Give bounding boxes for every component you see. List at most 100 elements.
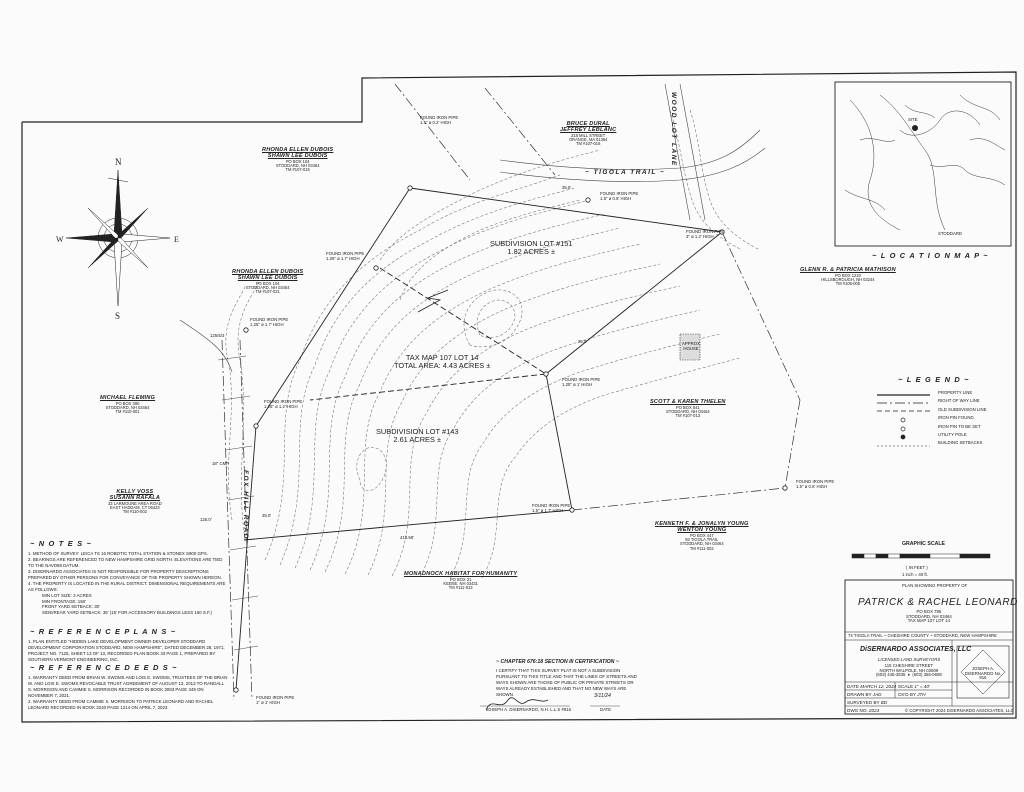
owner-name: WENTON YOUNG bbox=[677, 526, 727, 533]
owner-address: PO BOX 447 93 TIGOLA TRAIL STODDARD, NH … bbox=[679, 532, 724, 551]
date-label: DATE bbox=[847, 684, 859, 689]
notes-list: 1. METHOD OF SURVEY: LEICA TS 16 ROBOTIC… bbox=[28, 551, 228, 616]
legend-item: PROPERTY LINE bbox=[938, 390, 973, 395]
note-item: MIN FRONTAGE: 150' bbox=[42, 598, 86, 604]
graphic-scale-bar bbox=[851, 553, 991, 559]
certification-date-label: DATE bbox=[600, 707, 612, 712]
scale-label: SCALE bbox=[898, 684, 914, 689]
ref-deed-item: 2. WARRANTY DEED FROM CAMMIE S. MORRISON… bbox=[28, 698, 214, 710]
notes-title: ~ N O T E S ~ bbox=[30, 539, 93, 548]
road-label-tigola: ~ TIGOLA TRAIL ~ bbox=[585, 169, 666, 176]
legend-item: IRON PIN TO BE SET bbox=[938, 423, 981, 429]
owner-name: KENNETH F. & JONALYN YOUNG bbox=[655, 521, 749, 527]
abutter-mathison: GLENN R. & PATRICIA MATHISON PO BOX 1220… bbox=[800, 267, 896, 287]
note-item: SIDE/REAR YARD SETBACK: 35' (15' FOR ACC… bbox=[42, 610, 212, 616]
title-firm-address: 115 CHESHIRE STREET NORTH WALPOLE, NH 03… bbox=[876, 663, 942, 677]
title-owner-address: PO BOX 796 STODDARD, NH 03464 TAX MAP 10… bbox=[906, 609, 952, 624]
compass-rose bbox=[65, 169, 171, 307]
graphic-scale-unit: ( IN FEET ) bbox=[906, 565, 928, 570]
certification-text: I CERTIFY THAT THIS SURVEY PLAT IS NOT A… bbox=[496, 668, 637, 697]
title-surveyed-cell: SURVEYED BY BD bbox=[847, 700, 887, 705]
ref-plans-list: 1. PLAN ENTITLED "HIDDEN LAKE DEVELOPMEN… bbox=[28, 639, 228, 663]
lot-151-area: 1.82 ACRES ± bbox=[507, 246, 556, 256]
location-map-town: STODDARD bbox=[938, 231, 963, 236]
pin-label: FOUND IRON PIPE 1.5" ø 1.7' HIGH bbox=[532, 503, 571, 513]
seal-text: JOSEPH A. DISERNARDO No. 916 bbox=[964, 666, 1002, 680]
owner-name: SCOTT & KAREN THIELEN bbox=[650, 399, 726, 405]
legend-item: OLD SUBDIVISION LINE bbox=[938, 406, 987, 412]
title-drawn-cell: DRAWN BY JAD bbox=[847, 692, 881, 697]
lot-143-number: SUBDIVISION LOT #143 bbox=[376, 427, 459, 436]
location-map-title: ~ L O C A T I O N M A P ~ bbox=[872, 251, 989, 260]
title-copyright: © COPYRIGHT 2024 DiSERNARDO ASSOCIATES, … bbox=[905, 708, 1014, 713]
date-value: MARCH 12, 2024 bbox=[860, 684, 897, 689]
ref-deeds-title: ~ R E F E R E N C E D E E D S ~ bbox=[30, 663, 178, 672]
dimension-label: 25.0' bbox=[578, 339, 588, 344]
location-map-frame bbox=[834, 81, 1012, 247]
house-footprint bbox=[679, 333, 701, 361]
note-item: FRONT YARD SETBACK: 30' bbox=[42, 604, 100, 610]
legend-item: RIGHT OF WAY LINE bbox=[938, 398, 980, 404]
pin-label: FOUND IRON PIPE 1" ø 1' HIGH bbox=[256, 695, 295, 705]
location-map-site bbox=[912, 125, 918, 131]
scale-value: 1" = 40' bbox=[914, 684, 930, 689]
owner-address-line: PO BOX 796 bbox=[916, 609, 942, 614]
abutter-fleming: MICHAEL FLEMING PO BOX 390 STODDARD, NH … bbox=[100, 395, 155, 415]
abutter-rafala: KELLY VOSS SUSANN RAFALA 33 LARMOUNE ARE… bbox=[108, 489, 162, 515]
pin-label: FOUND IRON PIPE 3" ø 1.2' HIGH bbox=[686, 229, 725, 239]
road-label-wood-lot: WOOD LOT LANE bbox=[670, 92, 677, 167]
owner-address: 218 MILL STREET ORANGE, MA 01364 TM #107… bbox=[568, 132, 608, 147]
owner-address-line: TAX MAP 107 LOT 14 bbox=[907, 618, 951, 623]
title-dwg-cell: DWG NO. 2023 bbox=[847, 708, 879, 713]
legend-item: IRON PIN FOUND bbox=[938, 415, 974, 421]
pin-label: FOUND IRON PIPE 1.25" ø 1.7' HIGH bbox=[326, 251, 365, 261]
owner-address: PO BOX 31 KEENE, NH 03431 TM #111-013 bbox=[443, 576, 478, 591]
graphic-scale-ratio: 1 inch = 40 ft. bbox=[902, 572, 928, 577]
drawn-label: DRAWN BY bbox=[847, 692, 872, 697]
pin-label: FOUND IRON PIPE 1.25" ø 1.7' HIGH bbox=[250, 317, 289, 327]
ckd-value: JTH bbox=[917, 692, 926, 697]
lot-151-number: SUBDIVISION LOT #151 bbox=[490, 239, 573, 248]
owner-address: PO BOX 390 STODDARD, NH 03464 TM #110-00… bbox=[105, 400, 150, 415]
location-map-site-label: SITE bbox=[908, 117, 918, 122]
surveyed-label: SURVEYED BY bbox=[847, 700, 880, 705]
sheet-border bbox=[21, 71, 1017, 723]
legend-item: UTILITY POLE bbox=[938, 431, 967, 437]
owner-address: PO BOX 1220 HILLSBOROUGH, NH 03244 TM #1… bbox=[821, 272, 875, 287]
owner-name: BRUCE DURAL bbox=[566, 121, 610, 127]
ref-deeds-list: 1. WARRANTY DEED FROM BRIAN W. SWOMS AND… bbox=[28, 675, 228, 711]
house-label: APPROX HOUSE bbox=[682, 341, 700, 351]
road-lines bbox=[179, 83, 766, 373]
compass-west: W bbox=[56, 235, 64, 244]
owner-address-line: STODDARD, NH 03464 bbox=[906, 613, 952, 619]
owner-address: PO BOX 104 STODDARD, NH 03464 TM #107-02… bbox=[245, 280, 290, 295]
title-block-frame bbox=[844, 579, 1014, 715]
note-item: 2. BEARINGS ARE REFERENCED TO NEW HAMPSH… bbox=[28, 556, 223, 568]
title-owner: PATRICK & RACHEL LEONARD bbox=[858, 597, 1018, 608]
owner-address: 33 LARMOUNE AREA ROAD EAST HADDAM, CT 06… bbox=[108, 500, 162, 515]
owner-name: JEFFREY LEBLANC bbox=[560, 126, 617, 133]
owner-name: RHONDA ELLEN DUBOIS bbox=[262, 147, 334, 153]
lot-14-label: TAX MAP 107 LOT 14 TOTAL AREA: 4.43 ACRE… bbox=[394, 354, 490, 370]
property-lines bbox=[235, 187, 723, 691]
owner-address: PO BOX 104 STODDARD, NH 03464 TM #107-01… bbox=[275, 158, 320, 173]
legend-item: BUILDING SETBACKS bbox=[938, 440, 983, 446]
note-item: 4. THE PROPERTY IS LOCATED IN THE RURAL … bbox=[28, 580, 226, 592]
lot-143-label: SUBDIVISION LOT #143 2.61 ACRES ± bbox=[376, 428, 458, 444]
owner-name: GLENN R. & PATRICIA MATHISON bbox=[800, 267, 896, 273]
pin-label: FOUND IRON PIPE 1.25" ø 1.2' HIGH bbox=[264, 399, 303, 409]
certification-date: 3/11/24 bbox=[594, 693, 611, 699]
contour-lines bbox=[225, 109, 761, 579]
owner-name: MONADNOCK HABITAT FOR HUMANITY bbox=[404, 571, 518, 577]
owner-name: SUSANN RAFALA bbox=[109, 494, 161, 501]
dimension-label: 25.0' bbox=[262, 513, 272, 518]
title-location: 74 TIGOLA TRAIL ~ CHESHIRE COUNTY ~ STOD… bbox=[848, 633, 997, 638]
surveyor-seal bbox=[956, 645, 1010, 699]
certification-signer: JOSEPH A. DISERNARDO, N.H. L.L.S #916 bbox=[486, 707, 572, 712]
pin-label: FOUND IRON PIPE 1.25" ø 1' HIGH bbox=[562, 377, 601, 387]
row-lines bbox=[221, 83, 801, 701]
legend-title: ~ L E G E N D ~ bbox=[898, 375, 970, 384]
title-firm: DiSERNARDO ASSOCIATES, LLC bbox=[860, 646, 972, 653]
